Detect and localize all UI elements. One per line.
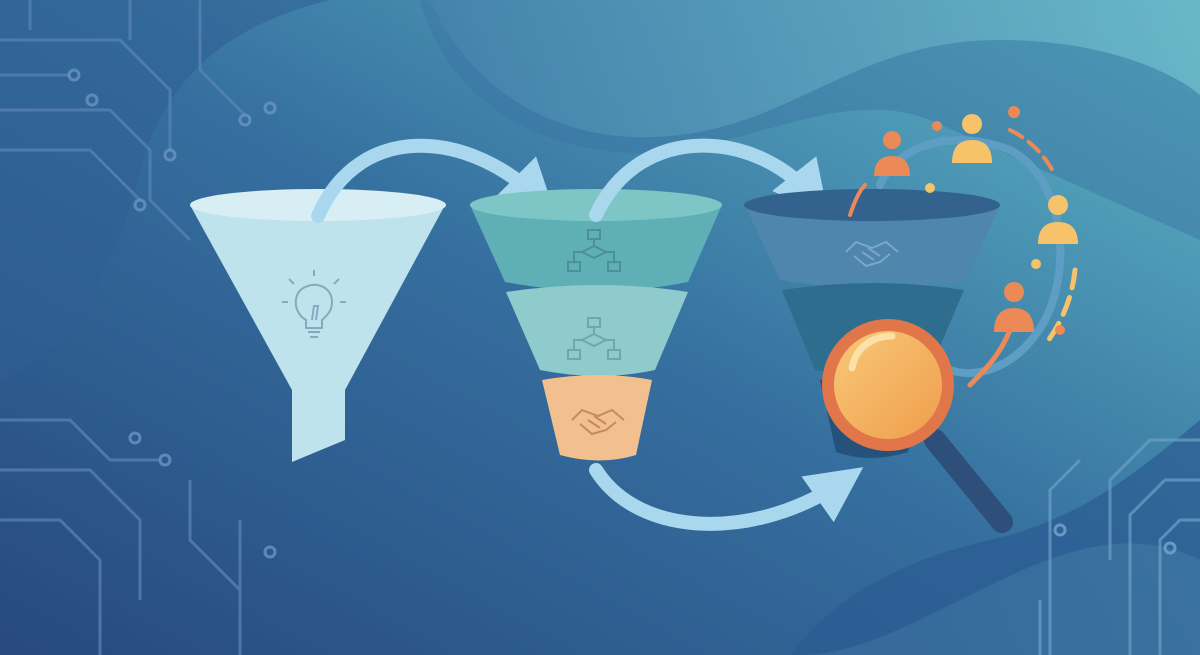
- handshake-icon: [845, 240, 899, 268]
- person-icon: [1038, 195, 1078, 244]
- circuit-nodes-left: [67, 68, 277, 559]
- circuit-pattern-left: [0, 0, 247, 655]
- person-icon: [994, 282, 1034, 332]
- funnel-three-rim: [744, 189, 1000, 221]
- audience-loop-orange-arc: [967, 327, 1013, 388]
- funnel-stage-two: [470, 189, 722, 461]
- funnel-one-body: [190, 205, 445, 462]
- audience-loop: [848, 106, 1078, 388]
- magnifier-glare: [848, 332, 896, 372]
- audience-dot: [1008, 106, 1020, 118]
- person-icon: [952, 114, 992, 163]
- lightbulb-icon: [282, 270, 346, 338]
- flowchart-icon: [567, 229, 621, 272]
- arrow-stage-one-to-two: [311, 138, 556, 223]
- audience-loop-orange-left-arc: [848, 183, 867, 217]
- audience-loop-yellow-arc: [1042, 267, 1078, 348]
- funnel-two-tier-two: [506, 285, 688, 376]
- background-wave-left: [0, 0, 330, 380]
- circuit-pattern-right: [1038, 438, 1200, 655]
- flowchart-icon: [567, 317, 621, 360]
- handshake-icon: [571, 408, 625, 436]
- audience-dot: [1031, 259, 1041, 269]
- background-wave-bottom-right: [790, 420, 1200, 655]
- audience-dot: [925, 183, 935, 193]
- circuit-nodes-right: [1053, 523, 1177, 555]
- audience-dot: [1055, 325, 1065, 335]
- magnifier-handle: [924, 429, 1013, 533]
- audience-loop-ring: [876, 136, 1065, 377]
- person-icon: [874, 131, 910, 176]
- magnifier-lens: [834, 331, 942, 439]
- arrow-stage-two-to-three-top: [589, 138, 829, 222]
- audience-dot: [932, 121, 942, 131]
- magnifying-glass-icon: [822, 319, 1013, 533]
- arrow-stage-two-to-three-bottom: [589, 463, 864, 531]
- funnel-three-tier-one: [745, 205, 1000, 288]
- audience-loop-orange-top-arc: [1008, 128, 1057, 177]
